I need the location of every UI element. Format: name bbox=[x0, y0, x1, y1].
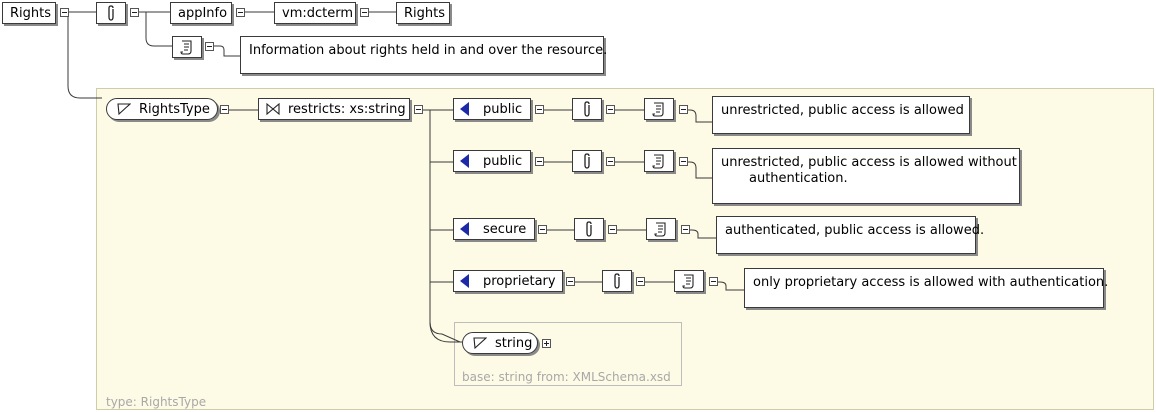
collapse-toggle-icon[interactable] bbox=[679, 157, 688, 166]
vm-dcterm-node[interactable]: vm:dcterm bbox=[274, 2, 356, 24]
root-element-label: Rights bbox=[10, 5, 52, 21]
enumeration-node[interactable]: secure bbox=[453, 218, 535, 240]
collapse-toggle-icon[interactable] bbox=[60, 8, 69, 17]
restriction-node[interactable]: restricts: xs:string bbox=[258, 98, 410, 120]
collapse-toggle-icon[interactable] bbox=[606, 105, 615, 114]
documentation-scroll-icon bbox=[180, 40, 192, 55]
documentation-text: Information about rights held in and ove… bbox=[249, 43, 608, 58]
paperclip-icon bbox=[586, 221, 592, 237]
complex-type-rights-type[interactable]: RightsType bbox=[106, 98, 218, 120]
annotation-node[interactable] bbox=[572, 98, 602, 120]
annotation-node[interactable] bbox=[572, 150, 602, 172]
documentation-node[interactable] bbox=[644, 150, 674, 172]
base-footer: base: string from: XMLSchema.xsd bbox=[462, 370, 671, 384]
paperclip-icon bbox=[108, 5, 114, 21]
collapse-toggle-icon[interactable] bbox=[636, 277, 645, 286]
collapse-toggle-icon[interactable] bbox=[130, 8, 139, 17]
collapse-toggle-icon[interactable] bbox=[360, 8, 369, 17]
enumeration-marker-icon bbox=[460, 222, 469, 236]
documentation-text: unrestricted, public access is allowed bbox=[721, 103, 964, 118]
documentation-scroll-icon bbox=[682, 274, 694, 289]
enumeration-documentation: authenticated, public access is allowed. bbox=[716, 216, 985, 254]
collapse-toggle-icon[interactable] bbox=[236, 8, 245, 17]
enumeration-documentation: unrestricted, public access is allowed bbox=[712, 96, 970, 134]
enumeration-marker-icon bbox=[460, 154, 469, 168]
enumeration-marker-icon bbox=[460, 274, 469, 288]
root-element-rights[interactable]: Rights bbox=[2, 2, 56, 24]
documentation-scroll-icon bbox=[654, 222, 666, 237]
documentation-scroll-icon bbox=[652, 102, 664, 117]
documentation-text: authenticated, public access is allowed. bbox=[725, 223, 985, 238]
restriction-label: restricts: xs:string bbox=[288, 101, 406, 117]
enumeration-value: public bbox=[483, 153, 523, 169]
documentation-scroll-icon bbox=[652, 154, 664, 169]
expand-toggle-icon[interactable] bbox=[542, 339, 551, 348]
base-type-string[interactable]: string bbox=[462, 332, 538, 354]
collapse-toggle-icon[interactable] bbox=[681, 225, 690, 234]
restriction-icon bbox=[266, 103, 280, 115]
collapse-toggle-icon[interactable] bbox=[535, 105, 544, 114]
collapse-toggle-icon[interactable] bbox=[414, 105, 423, 114]
rights-documentation: Information about rights held in and ove… bbox=[240, 36, 608, 74]
appinfo-node[interactable]: appInfo bbox=[170, 2, 232, 24]
paperclip-icon bbox=[584, 101, 590, 117]
documentation-text: unrestricted, public access is allowed w… bbox=[721, 155, 1017, 170]
enumeration-documentation: only proprietary access is allowed with … bbox=[744, 268, 1109, 308]
enumeration-node[interactable]: public bbox=[453, 98, 531, 120]
annotation-node[interactable] bbox=[574, 218, 604, 240]
collapse-toggle-icon[interactable] bbox=[566, 277, 575, 286]
enumeration-value: public bbox=[483, 101, 523, 117]
collapse-toggle-icon[interactable] bbox=[608, 225, 617, 234]
appinfo-label: appInfo bbox=[178, 5, 228, 21]
enumeration-node[interactable]: public bbox=[453, 150, 531, 172]
type-name-label: RightsType bbox=[139, 101, 210, 117]
documentation-text: authentication. bbox=[749, 171, 848, 186]
collapse-toggle-icon[interactable] bbox=[535, 157, 544, 166]
enumeration-documentation: unrestricted, public access is allowed w… bbox=[712, 148, 1020, 204]
paperclip-icon bbox=[614, 273, 620, 289]
collapse-toggle-icon[interactable] bbox=[679, 105, 688, 114]
collapse-toggle-icon[interactable] bbox=[220, 105, 229, 114]
base-name-label: string bbox=[495, 335, 533, 351]
enumeration-value: secure bbox=[483, 221, 527, 237]
documentation-node[interactable] bbox=[646, 218, 676, 240]
collapse-toggle-icon[interactable] bbox=[606, 157, 615, 166]
enumeration-value: proprietary bbox=[483, 273, 556, 289]
collapse-toggle-icon[interactable] bbox=[709, 277, 718, 286]
collapse-toggle-icon[interactable] bbox=[538, 225, 547, 234]
enumeration-node[interactable]: proprietary bbox=[453, 270, 563, 292]
type-footer: type: RightsType bbox=[106, 395, 207, 409]
paperclip-icon bbox=[584, 153, 590, 169]
documentation-node[interactable] bbox=[674, 270, 704, 292]
vm-dcterm-label: vm:dcterm bbox=[282, 5, 354, 21]
complex-type-icon bbox=[473, 337, 487, 349]
collapse-toggle-icon[interactable] bbox=[205, 42, 214, 51]
rights-value-node[interactable]: Rights bbox=[396, 2, 450, 24]
documentation-text: only proprietary access is allowed with … bbox=[753, 275, 1109, 290]
complex-type-icon bbox=[117, 103, 131, 115]
documentation-node[interactable] bbox=[644, 98, 674, 120]
enumeration-marker-icon bbox=[460, 102, 469, 116]
documentation-node[interactable] bbox=[172, 36, 202, 58]
rights-value-label: Rights bbox=[404, 5, 446, 21]
annotation-node[interactable] bbox=[602, 270, 632, 292]
annotation-node[interactable] bbox=[96, 2, 126, 24]
